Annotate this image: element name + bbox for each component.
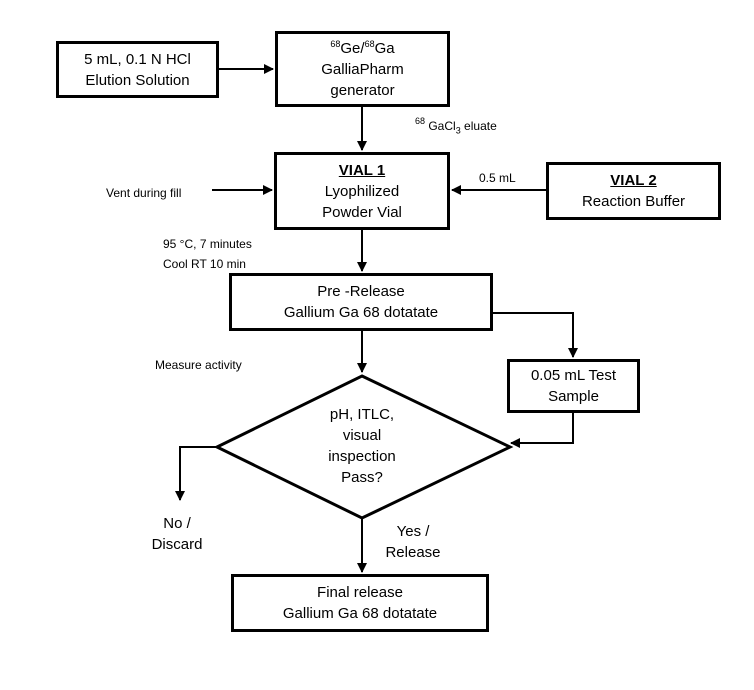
prerelease-line2: Gallium Ga 68 dotatate	[283, 304, 439, 321]
eluate-label: 68 GaCl3 eluate	[415, 116, 497, 136]
eluate-text-post: eluate	[460, 119, 497, 133]
prerelease-box: Pre -Release Gallium Ga 68 dotatate	[229, 273, 493, 331]
elution-line1: 5 mL, 0.1 N HCl	[84, 50, 191, 68]
prerelease-line1: Pre -Release	[317, 283, 405, 300]
decision-line3: inspection	[328, 448, 396, 465]
test-sample-box: 0.05 mL Test Sample	[507, 359, 640, 413]
vial1-title: VIAL 1	[338, 161, 386, 179]
eluate-text-pre: GaCl	[425, 119, 456, 133]
final-release-box: Final release Gallium Ga 68 dotatate	[231, 574, 489, 632]
no-discard-label: No / Discard	[140, 513, 214, 555]
heating-label: 95 °C, 7 minutes Cool RT 10 min	[163, 234, 252, 274]
eluate-subscript: 3	[455, 125, 461, 136]
decision-line1: pH, ITLC,	[329, 406, 395, 423]
generator-line1: 68Ge/68Ga	[330, 38, 394, 59]
vial2-title: VIAL 2	[610, 172, 657, 189]
ge-mass-number: 68	[330, 38, 341, 49]
vial1-box: VIAL 1 Lyophilized Powder Vial	[274, 152, 450, 230]
decision-line2: visual	[342, 427, 382, 444]
ga-mass-number: 68	[364, 38, 375, 49]
generator-line3: generator	[330, 81, 395, 99]
decision-diamond	[213, 374, 514, 520]
elution-solution-box: 5 mL, 0.1 N HCl Elution Solution	[56, 41, 219, 98]
ge-symbol: Ge/	[340, 39, 365, 57]
generator-box: 68Ge/68Ga GalliaPharm generator	[275, 31, 450, 107]
measure-label: Measure activity	[155, 358, 242, 372]
final-line1: Final release	[317, 584, 403, 601]
eluate-mass-number: 68	[415, 116, 426, 126]
heating-line2: Cool RT 10 min	[163, 257, 246, 271]
generator-line2: GalliaPharm	[321, 60, 404, 78]
decision-text: pH, ITLC, visual inspection Pass?	[282, 404, 442, 488]
vent-label: Vent during fill	[106, 186, 182, 200]
vial2-line2: Reaction Buffer	[581, 193, 686, 210]
vial1-line3: Powder Vial	[322, 203, 402, 221]
heating-line1: 95 °C, 7 minutes	[163, 237, 252, 251]
ga-symbol: Ga	[374, 39, 395, 57]
yes-release-label: Yes / Release	[378, 521, 448, 563]
buffer-volume-label: 0.5 mL	[479, 171, 516, 185]
no-line1: No /	[163, 515, 191, 532]
no-line2: Discard	[151, 536, 203, 553]
arrow-decision-to-discard	[175, 446, 217, 501]
test-sample-line1: 0.05 mL Test	[530, 367, 617, 384]
yes-line2: Release	[385, 544, 441, 561]
decision-line4: Pass?	[341, 469, 383, 486]
test-sample-line2: Sample	[548, 388, 599, 405]
vial1-line2: Lyophilized	[324, 182, 400, 200]
arrow-test-sample-to-decision	[510, 413, 574, 448]
yes-line1: Yes /	[396, 523, 430, 540]
arrow-prerelease-to-test-sample	[493, 312, 578, 358]
elution-line2: Elution Solution	[85, 71, 190, 89]
final-line2: Gallium Ga 68 dotatate	[282, 605, 438, 622]
vial2-box: VIAL 2 Reaction Buffer	[546, 162, 721, 220]
